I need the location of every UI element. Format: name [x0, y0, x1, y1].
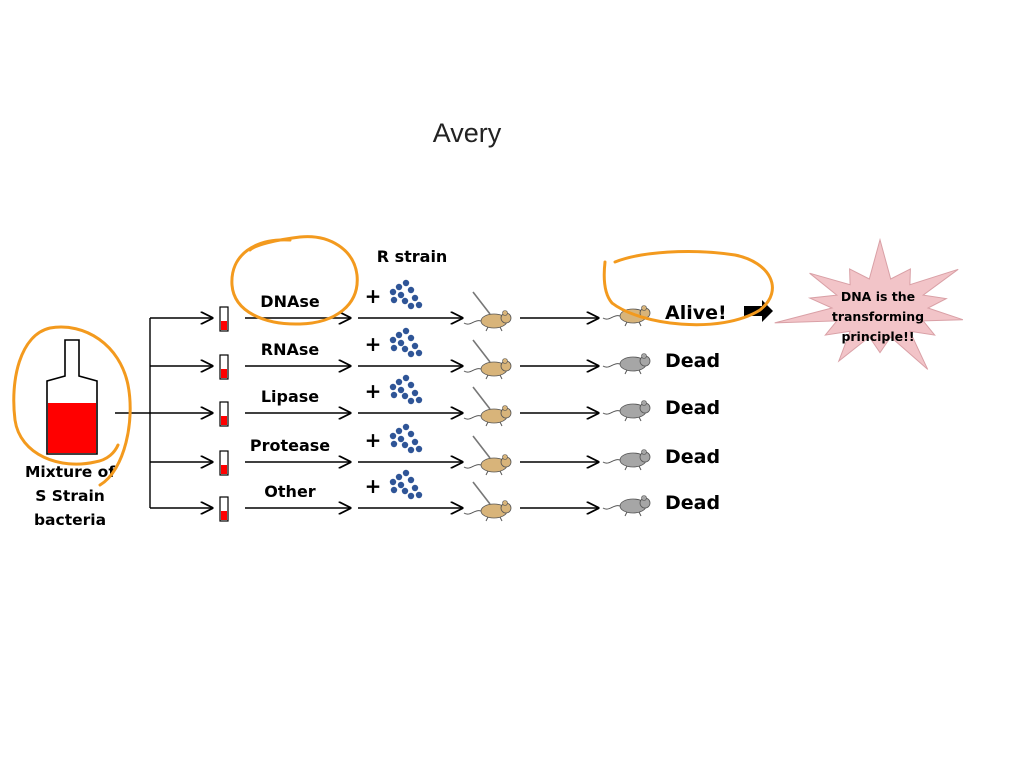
mouse-icon — [463, 310, 512, 332]
split-bracket — [115, 318, 151, 508]
treatment-row: DNAse + Alive! — [150, 279, 727, 332]
test-tube-icon — [219, 496, 229, 522]
flask-icon — [46, 339, 98, 455]
outcome-label: Dead — [665, 397, 720, 419]
treatment-row: RNAse + Dead — [150, 327, 720, 380]
enzyme-label: Other — [264, 482, 315, 501]
plus-sign: + — [365, 474, 382, 498]
treatment-row: Lipase + Dead — [150, 374, 720, 427]
source-label-line-2: S Strain — [35, 487, 105, 505]
dead-mouse-icon — [602, 495, 651, 517]
r-strain-label: R strain — [377, 247, 448, 266]
conclusion-line-3: principle!! — [841, 329, 914, 344]
mouse-icon — [463, 500, 512, 522]
annotation-circle-flask — [12, 325, 132, 487]
enzyme-label: Protease — [250, 436, 330, 455]
test-tube-icon — [219, 306, 229, 332]
outcome-label: Dead — [665, 492, 720, 514]
alive-mouse-icon — [602, 305, 651, 327]
source-label-line-3: bacteria — [34, 511, 106, 529]
page-title: Avery — [432, 118, 502, 148]
enzyme-label: Lipase — [261, 387, 319, 406]
annotation-circle-dnase — [230, 235, 359, 326]
r-strain-bacteria-icon — [389, 469, 423, 500]
source-label-line-1: Mixture of — [25, 463, 115, 481]
enzyme-label: DNAse — [260, 292, 320, 311]
plus-sign: + — [365, 379, 382, 403]
outcome-label: Dead — [665, 446, 720, 468]
test-tube-icon — [219, 401, 229, 427]
syringe-icon — [472, 481, 491, 505]
plus-sign: + — [365, 332, 382, 356]
syringe-icon — [472, 386, 491, 410]
treatment-row: Other + Dead — [150, 469, 720, 522]
r-strain-bacteria-icon — [389, 423, 423, 454]
plus-sign: + — [365, 428, 382, 452]
annotation-circle-alive — [602, 249, 774, 327]
conclusion-line-2: transforming — [832, 309, 924, 324]
plus-sign: + — [365, 284, 382, 308]
outcome-label: Dead — [665, 350, 720, 372]
mouse-icon — [463, 454, 512, 476]
treatment-row: Protease + Dead — [150, 423, 720, 476]
r-strain-bacteria-icon — [389, 279, 423, 310]
syringe-icon — [472, 339, 491, 363]
conclusion-burst: DNA is the transforming principle!! — [774, 237, 964, 370]
annotation-strokes — [12, 235, 774, 487]
mouse-icon — [463, 405, 512, 427]
r-strain-bacteria-icon — [389, 327, 423, 358]
enzyme-label: RNAse — [261, 340, 320, 359]
syringe-icon — [472, 291, 491, 315]
dead-mouse-icon — [602, 449, 651, 471]
test-tube-icon — [219, 354, 229, 380]
test-tube-icon — [219, 450, 229, 476]
conclusion-line-1: DNA is the — [841, 289, 915, 304]
mouse-icon — [463, 358, 512, 380]
outcome-label: Alive! — [665, 302, 727, 324]
dead-mouse-icon — [602, 353, 651, 375]
r-strain-bacteria-icon — [389, 374, 423, 405]
syringe-icon — [472, 435, 491, 459]
dead-mouse-icon — [602, 400, 651, 422]
